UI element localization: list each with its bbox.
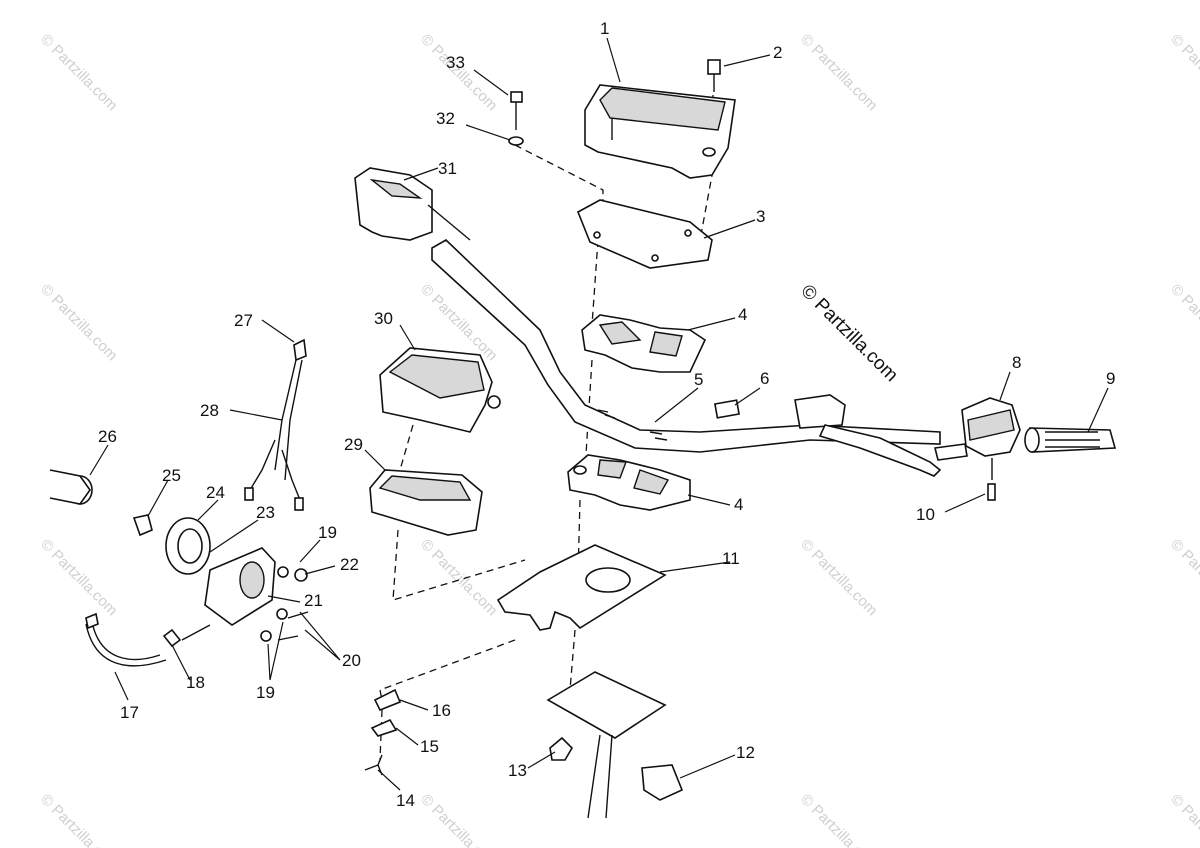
part-brake-lever [794,394,942,477]
watermark: © Partzilla.com [1167,281,1200,364]
callout-5: 5 [694,370,703,389]
callout-8: 8 [1012,353,1021,372]
part-throttle [934,397,1021,501]
part-left-assembly [49,338,309,667]
center-watermark: © Partzilla.com [796,281,901,386]
callout-21: 21 [304,591,323,610]
callout-11: 11 [722,549,740,568]
watermark: © Partzilla.com [417,536,500,619]
part-handlebar [431,239,941,453]
watermark: © Partzilla.com [1167,31,1200,114]
watermark: © Partzilla.com [37,281,120,364]
watermark: © Partzilla.com [797,791,880,848]
callout-32: 32 [436,109,455,128]
callout-2: 2 [773,43,782,62]
watermark: © Partzilla.com [37,791,120,848]
callout-29: 29 [344,435,363,454]
part-top-cover [584,84,736,179]
watermark: © Partzilla.com [1167,536,1200,619]
callout-24: 24 [206,483,225,502]
part-bolt-washer [508,91,524,146]
callout-28: 28 [200,401,219,420]
callout-4: 4 [738,305,747,324]
part-speedometer [379,347,501,433]
callout-15: 15 [420,737,439,756]
callout-13: 13 [508,761,527,780]
watermark: © Partzilla.com [417,791,500,848]
watermark: © Partzilla.com [37,536,120,619]
callout-22: 22 [340,555,359,574]
part-bolt [707,59,721,92]
part-speedometer-cup [369,469,483,536]
watermark: © Partzilla.com [797,31,880,114]
part-steering-stem [546,671,684,819]
callout-3: 3 [756,207,765,226]
part-upper-clamp [581,314,707,373]
watermark: © Partzilla.com [37,31,120,114]
callout-1: 1 [600,19,609,38]
callout-30: 30 [374,309,393,328]
callout-33: 33 [446,53,465,72]
callout-26: 26 [98,427,117,446]
callout-18: 18 [186,673,205,692]
part-grip [1024,427,1117,453]
part-left-switch [354,167,471,241]
part-bracket [496,544,667,631]
callout-17: 17 [120,703,139,722]
callout-12: 12 [736,743,755,762]
callouts: 1 2 3 4 4 5 6 8 9 10 11 12 13 14 15 16 1… [98,19,1115,810]
callout-16: 16 [432,701,451,720]
watermark: © Partzilla.com [1167,791,1200,848]
callout-31: 31 [438,159,457,178]
part-cover-plate [576,199,713,269]
callout-6: 6 [760,369,769,388]
leader-lines [89,37,1109,791]
watermark: © Partzilla.com [417,31,500,114]
part-lower-clamp [567,454,691,511]
callout-4: 4 [734,495,743,514]
callout-19: 19 [256,683,275,702]
callout-27: 27 [234,311,253,330]
part-clips [364,688,402,776]
part-spacer [714,399,740,419]
callout-20: 20 [342,651,361,670]
callout-23: 23 [256,503,275,522]
callout-25: 25 [162,466,181,485]
callout-10: 10 [916,505,935,524]
watermark: © Partzilla.com [797,536,880,619]
callout-19: 19 [318,523,337,542]
callout-9: 9 [1106,369,1115,388]
callout-14: 14 [396,791,415,810]
